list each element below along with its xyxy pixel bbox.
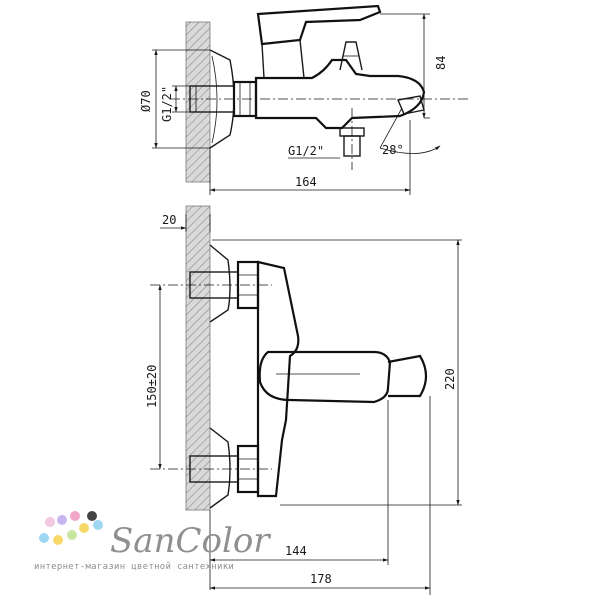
brand-name: SanColor	[110, 521, 271, 561]
dim-flange-dia-label: Ø70	[139, 90, 153, 112]
brand-tagline: интернет-магазин цветной сантехники	[34, 562, 234, 572]
spout-angle-label: 28°	[382, 143, 404, 157]
lever-side	[256, 4, 382, 46]
spout-tip-plan	[387, 354, 428, 398]
thread-label-bottom: G1/2"	[288, 144, 324, 158]
mixer-body-plan	[256, 260, 300, 498]
dim-164-label: 164	[295, 175, 317, 189]
spout-plan	[258, 350, 392, 404]
thread-label-top: G1/2"	[160, 86, 174, 122]
dim-178-label: 178	[310, 572, 332, 586]
plan-view: 20 150±20 220 144	[145, 205, 462, 595]
dim-144-label: 144	[285, 544, 307, 558]
flange-lower	[209, 427, 231, 509]
side-view: 28° G1/2" 84 164 Ø70 G1/2"	[139, 4, 470, 195]
logo-dots	[39, 511, 103, 545]
brand-logo: SanColor интернет-магазин цветной сантех…	[34, 511, 271, 572]
dim-220-label: 220	[443, 368, 457, 390]
mixer-body-side	[254, 58, 426, 130]
dim-20-label: 20	[162, 213, 176, 227]
flange-upper	[209, 244, 231, 323]
dim-84-label: 84	[434, 56, 448, 70]
dim-center-distance-label: 150±20	[145, 365, 159, 408]
